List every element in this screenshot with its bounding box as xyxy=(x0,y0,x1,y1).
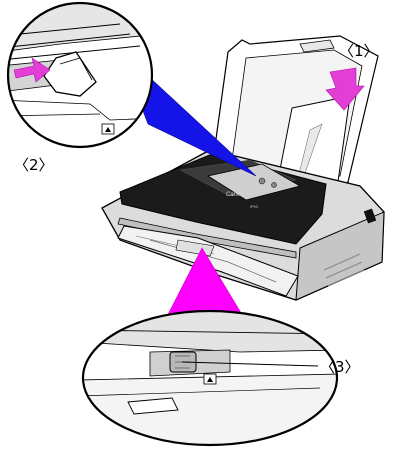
callout-3-leader xyxy=(181,361,319,367)
side-port xyxy=(363,208,377,224)
magnifier-tray-guide xyxy=(81,309,339,447)
magnifier-paper-guide xyxy=(6,1,154,149)
model-name: iP90 xyxy=(250,204,259,209)
arrow-right-icon xyxy=(13,57,51,83)
brand-logo: Canon xyxy=(226,192,244,198)
resume-button-icon xyxy=(271,182,277,188)
callout-3: 〈3〉 xyxy=(320,358,360,376)
callout-1: 〈1〉 xyxy=(339,42,379,60)
front-lip xyxy=(117,217,297,259)
callout-2: 〈2〉 xyxy=(14,156,54,174)
arrow-down-icon xyxy=(325,67,365,111)
power-button-icon xyxy=(258,177,266,185)
